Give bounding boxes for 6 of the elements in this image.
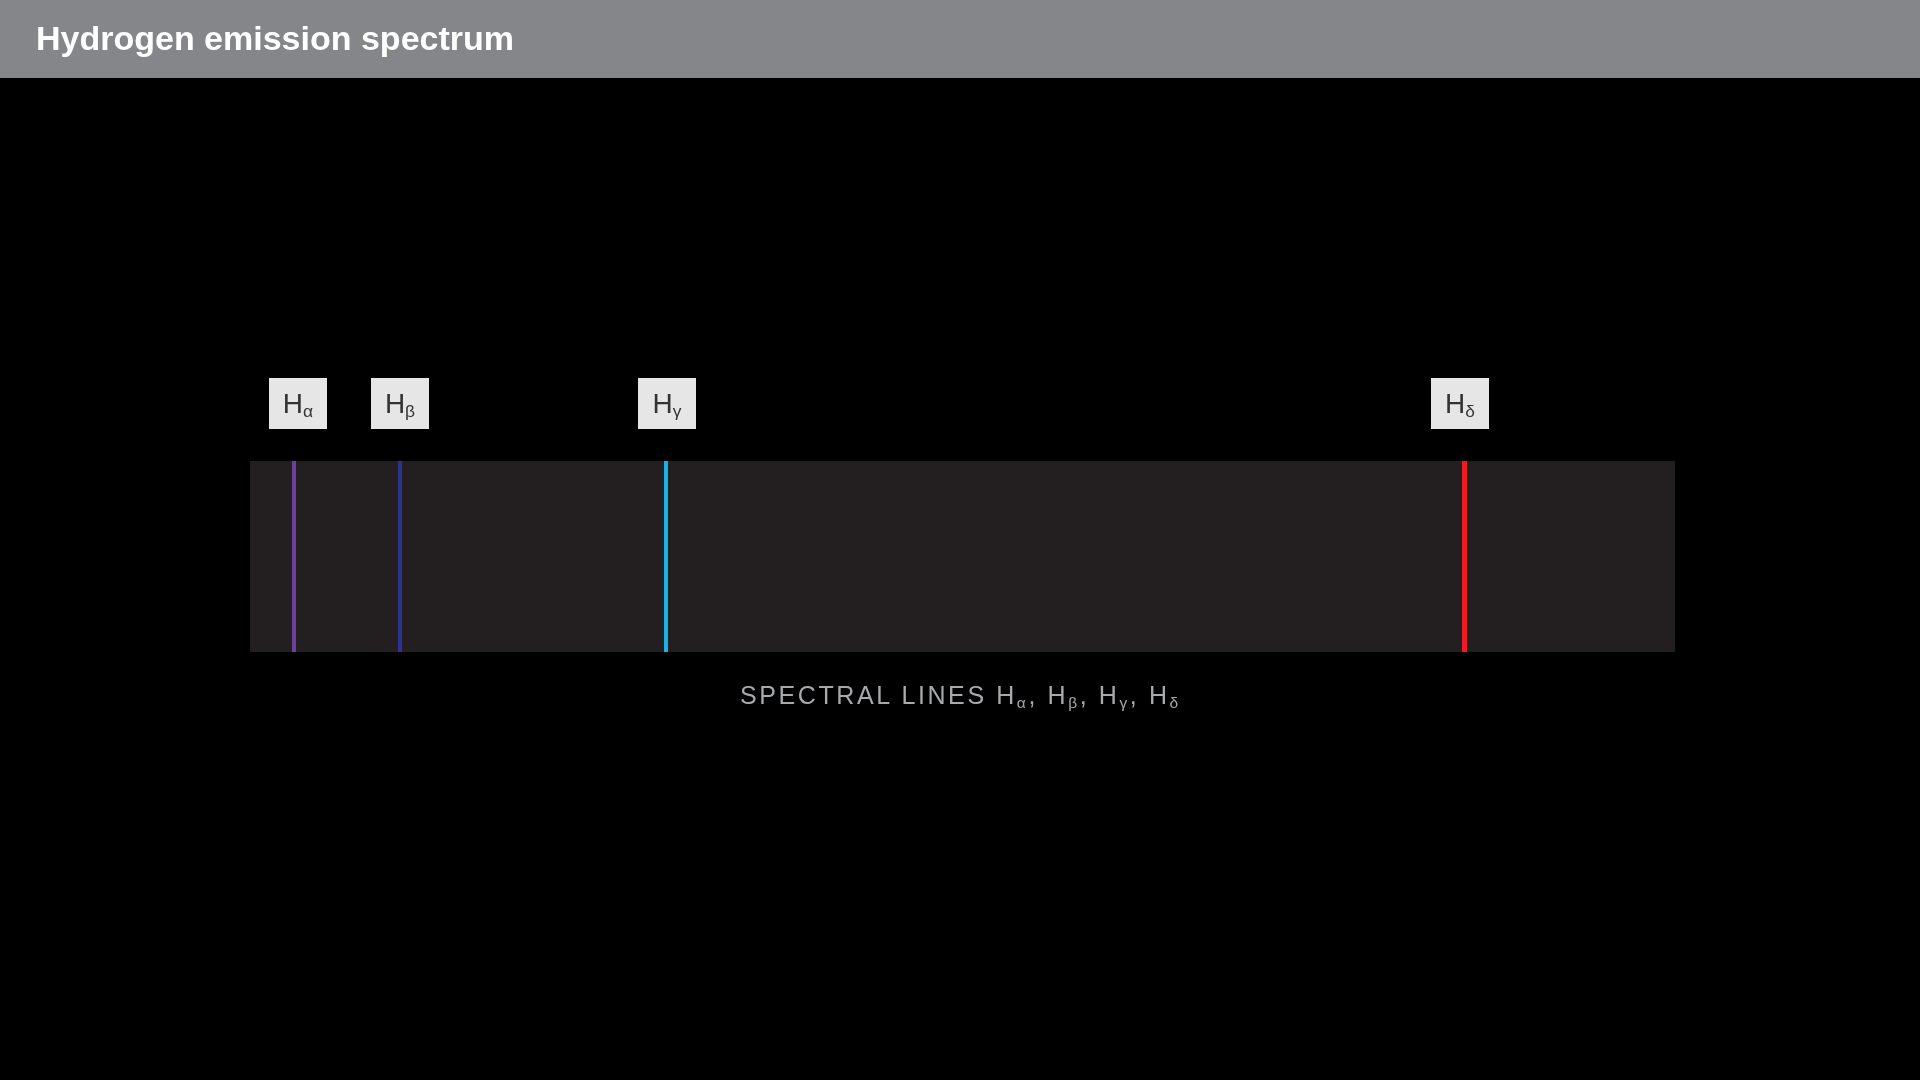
caption: SPECTRAL LINES H$_{α}$, H$_{β}$, H$_{γ}$, H$_{δ}$ (740, 680, 1181, 710)
line-label: H$_{γ}$ (638, 378, 696, 429)
diagram-title: Hydrogen emission spectrum (36, 18, 514, 58)
line-label: H$_{α}$ (269, 378, 327, 429)
line-label: H$_{δ}$ (1431, 378, 1489, 429)
line-label: H$_{β}$ (371, 378, 429, 429)
